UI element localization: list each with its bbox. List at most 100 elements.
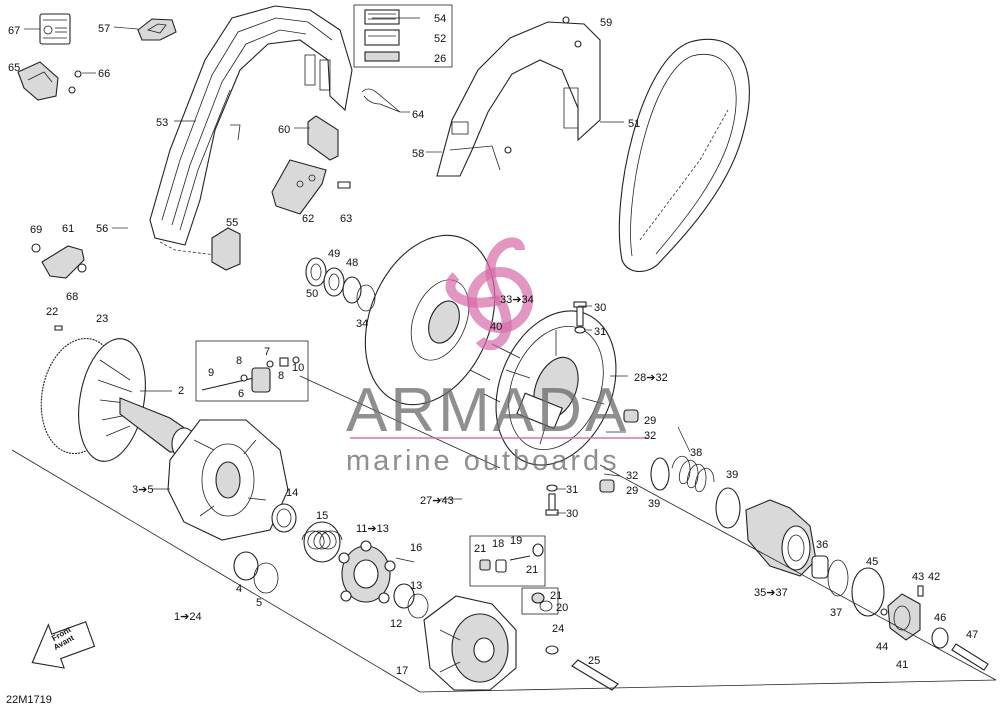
washer-45 [851,567,885,617]
callout-30-bottom: 30 [566,508,578,520]
callout-22: 22 [46,306,58,318]
outer-cover-part [436,16,601,177]
callout-48: 48 [346,257,358,269]
callout-15: 15 [316,510,328,522]
callout-46: 46 [934,612,946,624]
driven-spring-part [650,455,741,529]
callout-42: 42 [928,571,940,583]
callout-50: 50 [306,288,318,300]
callout-28-32: 28➔32 [634,372,668,384]
callout-53: 53 [156,117,168,129]
callout-9: 9 [208,367,214,379]
callout-66: 66 [98,68,110,80]
callout-31-bottom: 31 [566,484,578,496]
callout-19: 19 [510,535,522,547]
bushing-box [521,587,559,615]
cam-part [745,499,817,577]
callout-7: 7 [264,346,270,358]
callout-29-bottom: 29 [626,485,638,497]
callout-20: 20 [556,602,568,614]
callout-11-13: 11➔13 [356,523,389,535]
drive-belt-part [618,38,750,273]
watermark-tagline: marine outboards [346,445,620,477]
callout-32-bottom: 32 [626,470,638,482]
callout-23: 23 [96,313,108,325]
callout-1-24: 1➔24 [174,611,202,623]
callout-3-5: 3➔5 [132,484,153,496]
callout-39-a: 39 [726,469,738,481]
callout-43: 43 [912,571,924,583]
callout-49: 49 [328,248,340,260]
seal-ring [271,503,297,533]
retainer-part [880,585,924,641]
callout-61: 61 [62,223,74,235]
hinge-bracket-part [307,115,339,161]
callout-6: 6 [238,388,244,400]
callout-34: 34 [356,318,368,330]
bushing-36 [811,555,829,579]
callout-29-top: 29 [644,415,656,427]
callout-68: 68 [66,291,78,303]
callout-24: 24 [552,623,564,635]
drive-pulley-assembly [40,337,199,462]
weight-kit-box [195,340,309,402]
callout-26: 26 [434,53,446,65]
roller-kit-box [469,535,546,587]
pulley-housing-part [167,419,289,541]
callout-39-b: 39 [648,498,660,510]
diagram-code: 22M1719 [6,694,52,706]
callout-12: 12 [390,618,402,630]
callout-62: 62 [302,213,314,225]
guard-clip-part [211,227,241,271]
callout-51: 51 [628,118,640,130]
callout-27-43: 27➔43 [420,495,454,507]
front-direction-arrow: Front Avant [31,621,96,669]
callout-30-top: 30 [594,302,606,314]
hairpin-part [361,88,401,113]
fixed-sheave-part [423,595,517,691]
spider-part [338,540,396,604]
bolt-25 [571,659,619,691]
callout-52: 52 [434,33,446,45]
callout-45: 45 [866,556,878,568]
spring-part [301,521,343,563]
callout-14: 14 [286,487,298,499]
watermark-brand: ARMADA [346,376,629,445]
callout-13: 13 [410,580,422,592]
callout-33-34: 33➔34 [500,294,534,306]
watermark: ARMADA marine outboards [346,237,648,477]
callout-5: 5 [256,597,262,609]
callout-labels: 67 57 54 52 26 59 65 66 64 51 53 60 58 6… [8,13,978,677]
callout-35-37: 35➔37 [754,587,788,599]
callout-58: 58 [412,148,424,160]
ring-4 [233,551,259,581]
callout-56: 56 [96,223,108,235]
callout-38: 38 [690,447,702,459]
callout-44: 44 [876,641,888,653]
small-fasteners-right [469,301,639,516]
callout-40: 40 [490,321,502,333]
bolt-47 [951,643,989,671]
callout-8-b: 8 [278,370,284,382]
callout-21-c: 21 [550,590,562,602]
caution-label-part [39,13,71,45]
callout-4: 4 [236,583,242,595]
callout-10: 10 [292,362,304,374]
leader-lines [24,17,691,514]
callout-55: 55 [226,217,238,229]
callout-67: 67 [8,25,20,37]
belt-guard-part [149,5,353,259]
callout-60: 60 [278,124,290,136]
callout-25: 25 [588,655,600,667]
callout-21-b: 21 [526,564,538,576]
callout-41: 41 [896,659,908,671]
callout-57: 57 [98,23,110,35]
small-bracket-part [17,61,82,101]
decal-box [353,4,453,68]
callout-65: 65 [8,62,20,74]
callout-31-top: 31 [594,326,606,338]
washer-stack [305,257,376,312]
callout-47: 47 [966,629,978,641]
grip-part [137,18,177,41]
